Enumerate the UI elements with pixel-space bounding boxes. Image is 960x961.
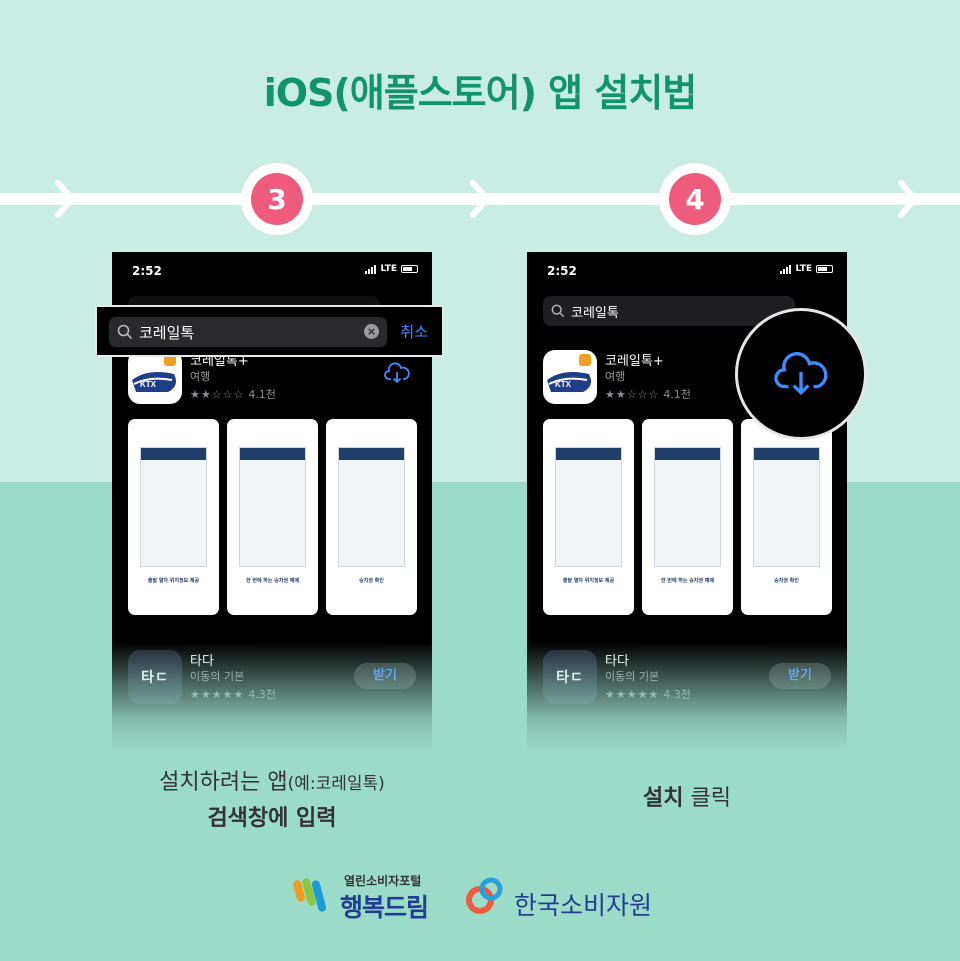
- page-title: iOS(애플스토어) 앱 설치법: [263, 71, 698, 115]
- app-category: 여행: [605, 370, 626, 383]
- app-category: 여행: [190, 370, 211, 383]
- search-input[interactable]: 코레일톡: [543, 296, 795, 326]
- get-button[interactable]: 받기: [769, 663, 831, 689]
- list-item[interactable]: KTX 코레일톡+ 여행 ★★☆☆☆4.1천: [128, 350, 418, 406]
- battery-icon: [401, 265, 418, 273]
- screenshot-gallery[interactable]: 출발 열차 위치정보 제공 한 번에 하는 승차권 예매 승차권 확인: [128, 419, 418, 615]
- step3-caption-line2: 검색창에 입력: [207, 806, 337, 831]
- phone-screen-step3: 2:52 LTE KTX 코레일톡+ 여행 ★★☆☆☆4.1천 출발 열차 위치…: [112, 252, 432, 752]
- step4-caption: 설치 클릭: [643, 786, 731, 811]
- kca-logo-icon: [466, 877, 503, 914]
- tada-app-icon: 타ㄷ: [128, 650, 182, 704]
- step-number: 3: [251, 173, 303, 225]
- kca-logo: 한국소비자원: [464, 874, 684, 924]
- app-name: 코레일톡+: [190, 354, 249, 369]
- app-screenshot: 한 번에 하는 승차권 예매: [642, 419, 733, 615]
- signal-icon: [780, 264, 792, 274]
- search-query: 코레일톡: [571, 305, 619, 321]
- search-icon: [117, 324, 133, 340]
- status-bar: 2:52 LTE: [547, 264, 833, 280]
- app-screenshot: 출발 열차 위치정보 제공: [128, 419, 219, 615]
- cloud-download-icon[interactable]: [773, 351, 829, 397]
- app-category: 이동의 기본: [190, 670, 245, 683]
- get-button[interactable]: 받기: [354, 663, 416, 689]
- list-item[interactable]: 타ㄷ 타다 이동의 기본 ★★★★★4.3천 받기: [128, 650, 418, 706]
- step-badge-4: 4: [659, 163, 731, 235]
- korail-app-icon: KTX: [128, 350, 182, 404]
- app-category: 이동의 기본: [605, 670, 660, 683]
- network-label: LTE: [380, 264, 397, 274]
- search-input[interactable]: 코레일톡 ×: [109, 317, 387, 347]
- cancel-button[interactable]: 취소: [400, 323, 428, 341]
- phone-screen-step4: 2:52 LTE 코레일톡 KTX 코레일톡+ 여행 ★★☆☆☆4.1천 출발 …: [527, 252, 847, 752]
- app-name: 코레일톡+: [605, 354, 664, 369]
- download-zoom-callout[interactable]: [735, 308, 867, 440]
- tada-app-icon: 타ㄷ: [543, 650, 597, 704]
- status-time: 2:52: [132, 264, 162, 278]
- step-number: 4: [669, 173, 721, 225]
- logo-title: 한국소비자원: [514, 891, 653, 920]
- chevron-right-icon: [55, 180, 75, 218]
- clear-icon[interactable]: ×: [364, 324, 379, 339]
- app-screenshot: 한 번에 하는 승차권 예매: [227, 419, 318, 615]
- app-rating: ★★★★★4.3천: [605, 688, 691, 701]
- status-time: 2:52: [547, 264, 577, 278]
- battery-icon: [816, 265, 833, 273]
- search-query: 코레일톡: [139, 323, 195, 342]
- app-name: 타다: [605, 654, 629, 669]
- app-rating: ★★★★★4.3천: [190, 688, 276, 701]
- svg-text:KTX: KTX: [555, 380, 572, 389]
- app-screenshot: 출발 열차 위치정보 제공: [543, 419, 634, 615]
- app-screenshot: 승차권 확인: [326, 419, 417, 615]
- logo-subtitle: 열린소비자포털: [344, 874, 422, 888]
- list-item[interactable]: KTX 코레일톡+ 여행 ★★☆☆☆4.1천: [543, 350, 833, 406]
- korail-app-icon: KTX: [543, 350, 597, 404]
- svg-text:KTX: KTX: [140, 380, 157, 389]
- app-name: 타다: [190, 654, 214, 669]
- step-badge-3: 3: [241, 163, 313, 235]
- logo-title: 행복드림: [340, 893, 429, 922]
- app-rating: ★★☆☆☆4.1천: [190, 388, 276, 401]
- step3-caption-line1: 설치하려는 앱(예:코레일톡): [159, 770, 385, 795]
- search-zoom-callout: 코레일톡 × 취소: [95, 305, 444, 357]
- signal-icon: [365, 264, 377, 274]
- app-rating: ★★☆☆☆4.1천: [605, 388, 691, 401]
- cloud-download-icon[interactable]: [384, 362, 410, 384]
- list-item[interactable]: 타ㄷ 타다 이동의 기본 ★★★★★4.3천 받기: [543, 650, 833, 706]
- chevron-right-icon: [470, 180, 490, 218]
- search-icon: [551, 304, 565, 318]
- network-label: LTE: [795, 264, 812, 274]
- happy-dream-logo-icon: [293, 878, 327, 912]
- happy-dream-logo: 열린소비자포털 행복드림: [292, 870, 442, 922]
- chevron-right-icon: [898, 180, 918, 218]
- status-bar: 2:52 LTE: [132, 264, 418, 280]
- app-screenshot: 승차권 확인: [741, 419, 832, 615]
- screenshot-gallery[interactable]: 출발 열차 위치정보 제공 한 번에 하는 승차권 예매 승차권 확인: [543, 419, 833, 615]
